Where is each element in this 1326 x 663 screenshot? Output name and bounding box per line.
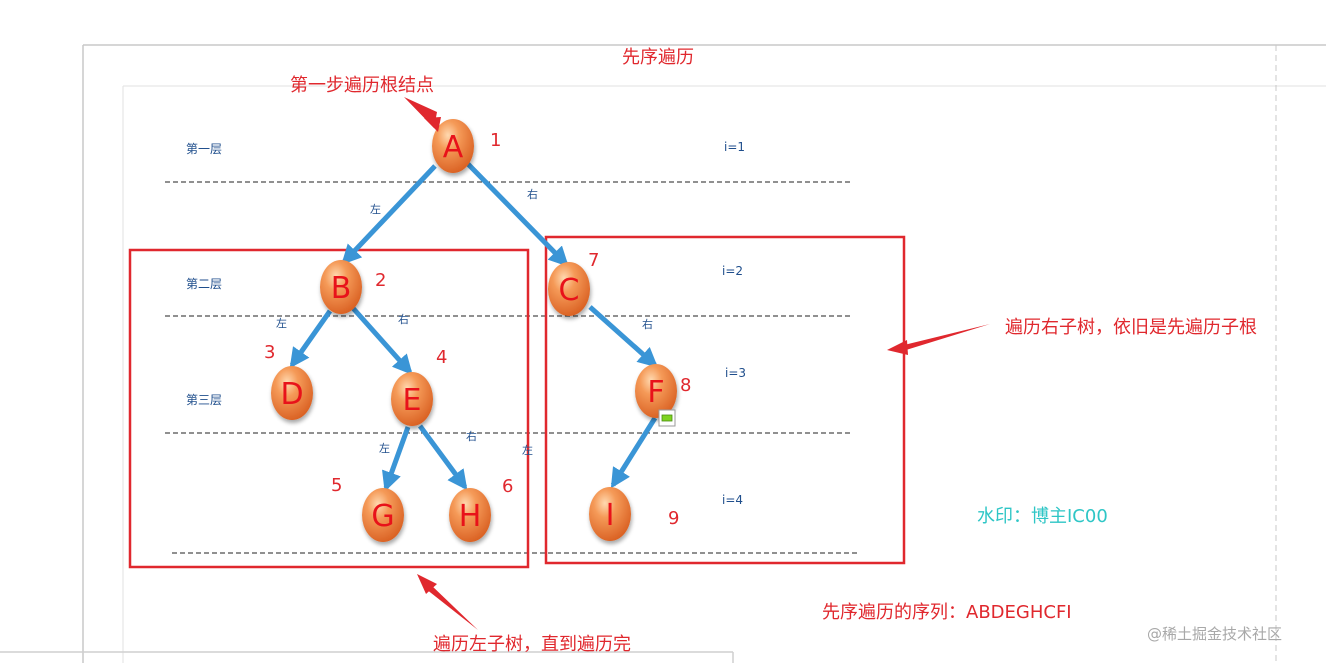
- order-number-c: 7: [588, 250, 599, 271]
- edge-label-e-g: 左: [379, 442, 390, 455]
- node-i-label: I: [606, 498, 615, 533]
- node-h: H: [449, 488, 491, 542]
- edge-b-e: [350, 305, 413, 375]
- right-subtree-box: [544, 235, 906, 565]
- level-index-2: i=2: [722, 264, 743, 278]
- right-subtree-arrow-head: [887, 340, 908, 355]
- edge-label-b-e: 右: [398, 312, 409, 326]
- edge-label-e-h: 右: [466, 429, 477, 443]
- node-i: I: [589, 487, 631, 541]
- node-c-label: C: [559, 273, 580, 308]
- left-subtree-arrow: [426, 584, 478, 630]
- order-number-g: 5: [331, 475, 342, 496]
- node-e-label: E: [403, 383, 422, 418]
- node-d-label: D: [280, 377, 303, 412]
- edge-c-f: [588, 305, 658, 368]
- order-number-d: 3: [264, 342, 275, 363]
- annotation-arrows: [404, 97, 990, 630]
- edge-a-c: [466, 162, 569, 267]
- edge-f-i: [610, 416, 658, 489]
- level-index-4: i=4: [722, 493, 743, 507]
- node-b-label: B: [331, 271, 352, 306]
- order-number-i: 9: [668, 508, 679, 529]
- left-subtree-note: 遍历左子树，直到遍历完: [433, 634, 631, 655]
- diagram-title: 先序遍历: [622, 47, 694, 68]
- root-arrow-head: [424, 117, 441, 132]
- edge-label-c-f: 右: [642, 317, 653, 331]
- node-a-label: A: [443, 130, 464, 165]
- watermark-note: 水印：博主IC00: [977, 506, 1108, 527]
- tree-edges: [289, 162, 658, 492]
- node-e: E: [391, 372, 433, 426]
- level-index-1: i=1: [724, 140, 745, 154]
- edge-label-f-i: 左: [522, 444, 533, 457]
- order-number-e: 4: [436, 347, 447, 368]
- edge-a-b: [341, 164, 437, 265]
- node-f-label: F: [647, 375, 664, 410]
- order-number-h: 6: [502, 476, 513, 497]
- edge-label-a-c: 右: [527, 187, 538, 201]
- node-c: C: [548, 262, 590, 316]
- level-index-3: i=3: [725, 366, 746, 380]
- node-d: D: [271, 366, 313, 420]
- edge-e-h: [417, 424, 468, 491]
- edge-b-d: [289, 309, 333, 369]
- level-separators: [165, 181, 860, 554]
- edge-e-g: [382, 426, 411, 492]
- node-f: F: [635, 364, 677, 418]
- root-step-note: 第一步遍历根结点: [290, 75, 434, 96]
- collapse-handle-icon[interactable]: [658, 409, 676, 427]
- order-number-f: 8: [680, 375, 691, 396]
- left-subtree-arrow-head: [417, 574, 437, 594]
- order-number-b: 2: [375, 270, 386, 291]
- page-frame: [0, 44, 1326, 663]
- corner-watermark: @稀土掘金技术社区: [1147, 625, 1282, 643]
- level-label-2: 第二层: [186, 277, 222, 291]
- node-g: G: [362, 488, 404, 542]
- node-h-label: H: [459, 499, 482, 534]
- left-subtree-box: [128, 248, 530, 569]
- node-g-label: G: [371, 499, 394, 534]
- level-label-3: 第三层: [186, 393, 222, 407]
- edge-label-b-d: 左: [276, 317, 287, 330]
- node-b: B: [320, 260, 362, 314]
- right-subtree-note: 遍历右子树，依旧是先遍历子根: [1005, 317, 1257, 338]
- order-number-a: 1: [490, 130, 501, 151]
- sequence-note: 先序遍历的序列：ABDEGHCFI: [822, 602, 1072, 623]
- level-label-1: 第一层: [186, 142, 222, 156]
- edge-label-a-b: 左: [370, 203, 381, 216]
- right-subtree-arrow: [904, 324, 990, 350]
- node-a: A: [432, 119, 474, 173]
